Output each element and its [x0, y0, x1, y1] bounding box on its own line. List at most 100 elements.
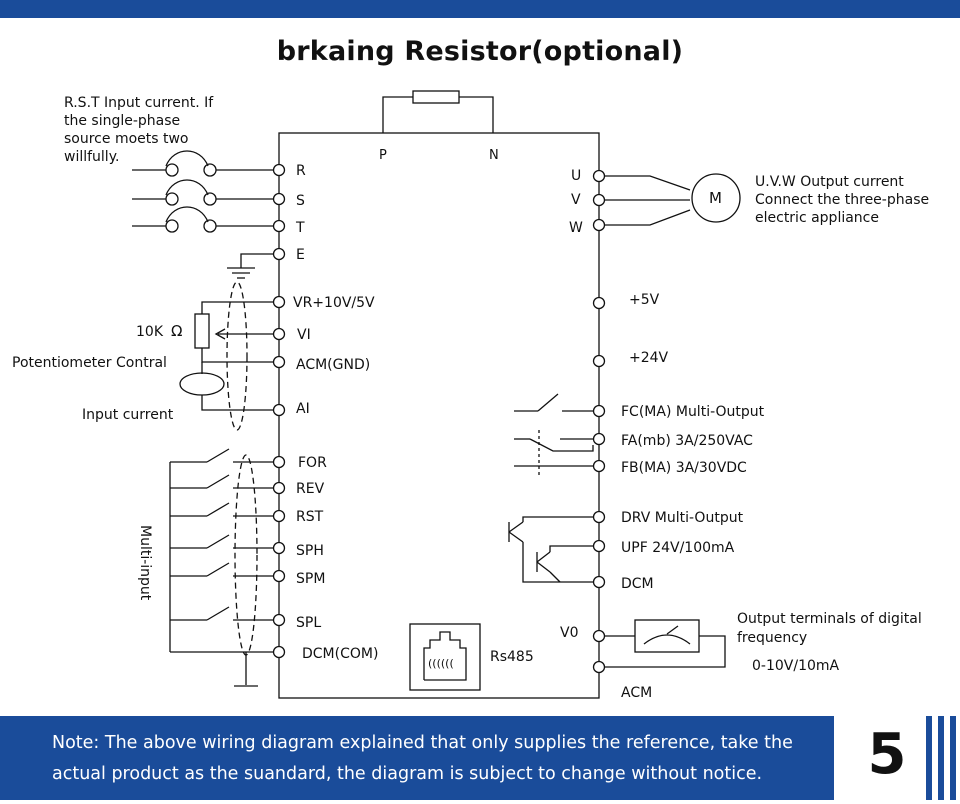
freq-note-line-2: frequency	[737, 630, 807, 646]
uvw-note-line-1: U.V.W Output current	[755, 174, 904, 190]
input-breaker-s	[132, 179, 273, 206]
terminal-for	[272, 455, 286, 469]
label-24v: +24V	[629, 350, 669, 366]
label-e: E	[296, 247, 305, 263]
label-for: FOR	[298, 455, 327, 471]
motor-label: M	[709, 189, 722, 207]
terminal-fa	[592, 432, 606, 446]
label-upf: UPF 24V/100mA	[621, 540, 735, 556]
rs485-connector	[409, 623, 481, 691]
terminal-v0	[592, 629, 606, 643]
label-fc: FC(MA) Multi-Output	[621, 404, 765, 420]
label-ai: AI	[296, 401, 310, 417]
terminal-s	[272, 192, 286, 206]
potentiometer-label: Potentiometer Contral	[12, 355, 167, 371]
label-spm: SPM	[296, 571, 325, 587]
label-vr: VR+10V/5V	[293, 295, 375, 311]
label-rev: REV	[296, 481, 325, 497]
multi-input-label: Multi-input	[137, 525, 153, 601]
potentiometer	[194, 301, 273, 363]
terminal-24v	[592, 354, 606, 368]
current-source	[179, 362, 273, 411]
multi-input-switches	[169, 448, 273, 653]
ground-symbol-e	[227, 253, 273, 279]
rs485-label: Rs485	[490, 649, 534, 665]
terminal-drv	[592, 510, 606, 524]
open-collector-transistors	[508, 516, 593, 583]
label-fa: FA(mb) 3A/250VAC	[621, 433, 753, 449]
rj45-pins: ((((((	[428, 657, 454, 670]
terminal-acm	[592, 660, 606, 674]
motor-icon	[691, 173, 741, 223]
terminal-acm-gnd	[272, 355, 286, 369]
diagram-title: brkaing Resistor(optional)	[276, 36, 684, 67]
freq-note-line-3: 0-10V/10mA	[752, 658, 840, 674]
terminal-fb	[592, 459, 606, 473]
label-acm: ACM	[621, 685, 652, 701]
terminal-dcm-com	[272, 645, 286, 659]
label-t: T	[295, 220, 305, 236]
note-banner: Note: The above wiring diagram explained…	[0, 716, 834, 800]
note-line-1: Note: The above wiring diagram explained…	[52, 733, 793, 753]
relay-contacts	[514, 393, 594, 476]
label-rst: RST	[296, 509, 324, 525]
ground-symbol-dcm	[234, 652, 258, 687]
label-acm-gnd: ACM(GND)	[296, 357, 370, 373]
terminal-p-label: P	[379, 148, 387, 163]
terminal-5v	[592, 296, 606, 310]
analog-shield	[226, 281, 248, 431]
label-drv: DRV Multi-Output	[621, 510, 744, 526]
label-s: S	[296, 193, 305, 209]
label-u: U	[571, 168, 581, 184]
label-fb: FB(MA) 3A/30VDC	[621, 460, 747, 476]
meter-icon	[634, 619, 700, 653]
terminal-vi	[272, 327, 286, 341]
label-dcm: DCM	[621, 576, 654, 592]
label-r: R	[296, 163, 306, 179]
terminal-w	[592, 218, 606, 232]
terminal-dcm	[592, 575, 606, 589]
decor-bar-1	[926, 716, 932, 800]
terminal-vr	[272, 295, 286, 309]
top-banner	[0, 0, 960, 18]
terminal-t	[272, 219, 286, 233]
inverter-box	[278, 132, 600, 699]
uvw-note-line-2: Connect the three-phase	[755, 192, 929, 208]
resistor-value: 10K	[136, 324, 164, 340]
input-breaker-t	[132, 206, 273, 233]
label-spl: SPL	[296, 615, 321, 631]
wiring-diagram: P N R.S.T Input current. If the single-p…	[12, 90, 929, 701]
ohm-icon: Ω	[171, 322, 182, 340]
digital-shield	[234, 454, 258, 656]
frequency-meter	[605, 619, 726, 668]
rst-note-line-1: R.S.T Input current. If	[64, 95, 214, 111]
braking-resistor	[382, 90, 494, 133]
note-line-2: actual product as the suandard, the diag…	[52, 764, 763, 784]
note-text: Note: The above wiring diagram explained…	[52, 728, 822, 790]
motor-wiring	[605, 173, 741, 226]
decor-bar-3	[950, 716, 956, 800]
input-current-label: Input current	[82, 407, 174, 423]
uvw-note-line-3: electric appliance	[755, 210, 879, 226]
potentiometer-body	[194, 313, 210, 349]
terminal-spl	[272, 613, 286, 627]
label-w: W	[569, 220, 583, 236]
terminal-sph	[272, 541, 286, 555]
terminal-upf	[592, 539, 606, 553]
terminal-e	[272, 247, 286, 261]
label-v: V	[571, 192, 581, 208]
label-sph: SPH	[296, 543, 324, 559]
label-v0: V0	[560, 625, 578, 641]
rst-note-line-2: the single-phase	[64, 113, 180, 129]
terminal-u	[592, 169, 606, 183]
page-number: 5	[867, 722, 907, 787]
current-source-icon	[179, 372, 225, 396]
terminal-spm	[272, 569, 286, 583]
terminal-n-label: N	[489, 148, 499, 163]
freq-note-line-1: Output terminals of digital	[737, 611, 922, 627]
terminal-fc	[592, 404, 606, 418]
label-dcm-com: DCM(COM)	[302, 646, 378, 662]
decor-bar-2	[938, 716, 944, 800]
rst-note-line-3: source moets two	[64, 131, 189, 147]
terminal-v	[592, 193, 606, 207]
